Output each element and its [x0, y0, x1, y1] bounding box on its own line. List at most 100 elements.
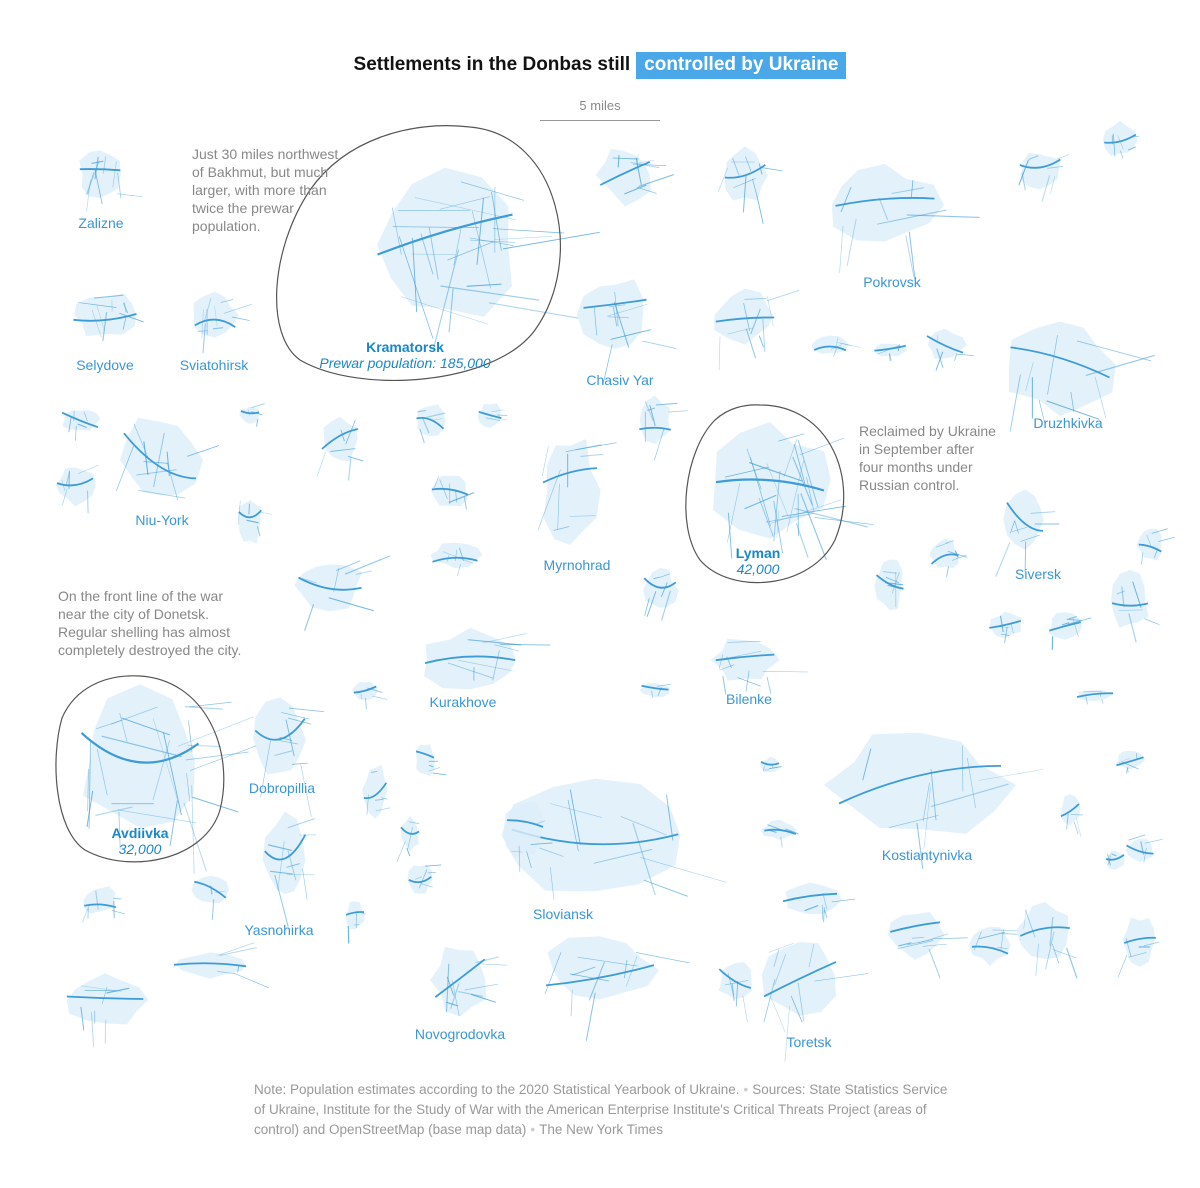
- street-line: [774, 954, 787, 986]
- street-line: [94, 156, 99, 180]
- street-line: [95, 806, 133, 817]
- street-line: [585, 992, 596, 1041]
- street-line: [77, 464, 99, 474]
- street-line: [1018, 159, 1029, 186]
- settlement-area: [503, 802, 543, 858]
- street-line: [644, 401, 654, 422]
- street-line: [643, 879, 688, 897]
- main-road: [84, 903, 117, 909]
- street-line: [1028, 155, 1039, 161]
- street-line: [608, 304, 626, 308]
- street-line: [1141, 552, 1144, 565]
- street-line: [781, 505, 846, 517]
- main-road: [989, 619, 1022, 629]
- main-road: [56, 477, 94, 487]
- street-line: [762, 319, 766, 353]
- annotation-line: population.: [192, 218, 261, 234]
- street-line: [212, 327, 224, 330]
- settlement-area: [576, 279, 643, 349]
- street-line: [86, 490, 89, 514]
- street-line: [737, 677, 761, 687]
- street-line: [719, 664, 735, 671]
- street-line: [666, 794, 674, 841]
- settlement-area: [1125, 838, 1154, 863]
- street-line: [256, 526, 261, 537]
- settlement-area: [1115, 750, 1146, 770]
- street-line: [406, 848, 411, 857]
- settlement-area: [888, 912, 945, 960]
- street-line: [718, 336, 721, 371]
- street-line: [733, 178, 756, 189]
- annotation-line: Regular shelling has almost: [58, 624, 230, 640]
- street-line: [469, 239, 516, 243]
- street-line: [277, 840, 285, 891]
- main-road: [1105, 854, 1125, 861]
- street-line: [593, 848, 653, 864]
- street-line: [910, 180, 914, 199]
- street-line: [891, 187, 924, 195]
- settlement-area: [831, 163, 945, 242]
- street-line: [83, 411, 88, 422]
- separator-dot-icon: •: [530, 1122, 536, 1137]
- settlement-area: [238, 500, 261, 544]
- annotation-line: four months under: [859, 459, 973, 475]
- settlement-area: [929, 538, 959, 569]
- street-line: [187, 445, 220, 457]
- street-line: [928, 948, 941, 979]
- main-road: [583, 298, 647, 309]
- street-line: [412, 237, 418, 313]
- main-road: [764, 828, 797, 835]
- street-line: [935, 542, 949, 548]
- street-line: [117, 809, 197, 824]
- main-road: [123, 432, 197, 480]
- street-line: [411, 253, 456, 255]
- street-line: [86, 790, 94, 827]
- street-line: [773, 500, 784, 554]
- main-road: [415, 750, 435, 759]
- street-line: [93, 294, 124, 299]
- street-line: [862, 748, 872, 781]
- street-line: [793, 444, 806, 486]
- street-line: [593, 307, 598, 336]
- street-line: [485, 417, 501, 421]
- street-line: [1066, 947, 1078, 979]
- street-line: [237, 966, 240, 973]
- street-line: [492, 650, 500, 681]
- settlement-area: [501, 778, 681, 892]
- street-line: [651, 690, 654, 698]
- settlement-area: [811, 335, 849, 354]
- street-line: [255, 419, 259, 427]
- street-line: [503, 231, 600, 250]
- street-line: [84, 989, 118, 992]
- street-line: [445, 1001, 459, 1007]
- note-text: Note: Population estimates according to …: [254, 1082, 740, 1097]
- annotation-line: larger, with more than: [192, 182, 327, 198]
- street-line: [396, 841, 406, 862]
- street-line: [118, 811, 121, 850]
- main-road: [760, 761, 780, 766]
- street-line: [113, 897, 122, 900]
- street-line: [61, 488, 68, 506]
- street-line: [623, 959, 628, 979]
- street-line: [347, 455, 364, 462]
- separator-dot-icon: •: [743, 1082, 749, 1097]
- street-line: [656, 683, 672, 687]
- street-line: [428, 764, 434, 768]
- street-line: [766, 295, 774, 327]
- main-road: [875, 574, 904, 590]
- street-line: [185, 751, 249, 761]
- street-line: [1041, 175, 1051, 202]
- street-line: [133, 423, 150, 460]
- street-line: [491, 191, 502, 251]
- street-line: [635, 952, 690, 964]
- street-line: [930, 768, 937, 821]
- label-chasiv-yar: Chasiv Yar: [586, 372, 654, 388]
- kramatorsk-circle: [276, 125, 561, 381]
- street-line: [1083, 690, 1102, 693]
- main-road: [61, 411, 99, 429]
- street-line: [223, 303, 252, 314]
- street-line: [476, 197, 484, 265]
- street-line: [188, 720, 193, 753]
- street-line: [270, 870, 293, 875]
- settlement-area: [239, 406, 259, 424]
